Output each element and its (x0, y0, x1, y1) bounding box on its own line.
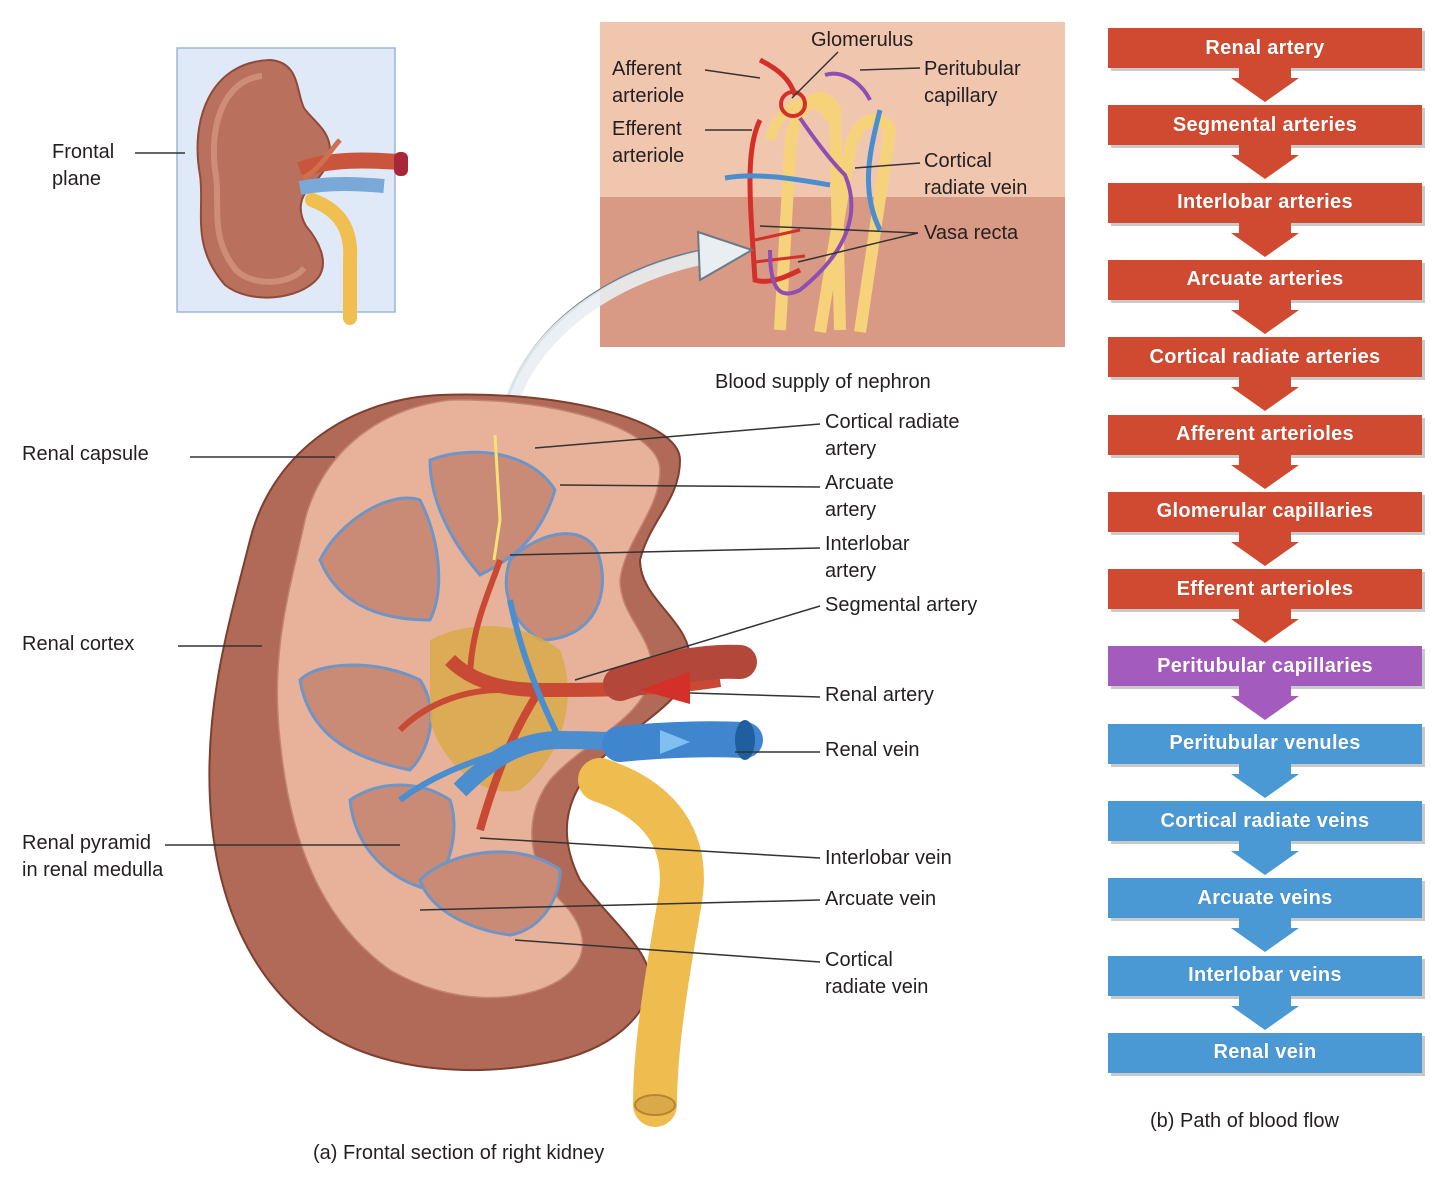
flow-step-segmental-arteries: Segmental arteries (1108, 105, 1422, 146)
nephron-inset (600, 22, 1065, 347)
label-efferent-arteriole: Efferent arteriole (612, 118, 685, 167)
flow-step-cortical-radiate-arteries: Cortical radiate arteries (1108, 337, 1422, 378)
flow-step-arcuate-veins: Arcuate veins (1108, 878, 1422, 919)
label-blood-supply-nephron: Blood supply of nephron (715, 371, 931, 393)
flow-step-interlobar-arteries: Interlobar arteries (1108, 182, 1422, 223)
label-arcuate-vein: Arcuate vein (825, 888, 937, 910)
label-interlobar-vein: Interlobar vein (825, 847, 952, 869)
label-interlobar-artery: Interlobar artery (825, 533, 910, 582)
flow-step-peritubular-venules: Peritubular venules (1108, 723, 1422, 764)
flow-step-glomerular-capillaries: Glomerular capillaries (1108, 491, 1422, 532)
label-glomerulus: Glomerulus (811, 29, 914, 51)
label-renal-vein: Renal vein (825, 739, 920, 761)
label-peritubular-capillary: Peritubular capillary (924, 58, 1021, 107)
kidney-figure (135, 22, 1065, 1127)
label-renal-artery: Renal artery (825, 684, 934, 706)
label-vasa-recta: Vasa recta (924, 222, 1019, 244)
label-segmental-artery: Segmental artery (825, 594, 978, 616)
caption-frontal-section: (a) Frontal section of right kidney (313, 1142, 605, 1164)
label-cortical-radiate-vein: Cortical radiate vein (825, 949, 929, 998)
flow-step-efferent-arterioles: Efferent arterioles (1108, 569, 1422, 610)
label-cortical-radiate-artery: Cortical radiate artery (825, 411, 960, 460)
flow-step-renal-artery: Renal artery (1108, 28, 1422, 68)
flow-step-peritubular-capillaries: Peritubular capillaries (1108, 646, 1422, 687)
frontal-plane-inset (176, 47, 408, 325)
kidney-section (208, 393, 763, 1127)
flow-step-arcuate-arteries: Arcuate arteries (1108, 259, 1422, 300)
flow-step-interlobar-veins: Interlobar veins (1108, 955, 1422, 996)
label-afferent-arteriole: Afferent arteriole (612, 58, 685, 107)
flow-step-renal-vein: Renal vein (1108, 1032, 1422, 1073)
label-renal-pyramid: Renal pyramid in renal medulla (22, 832, 164, 881)
label-frontal-plane: Frontal plane (52, 141, 115, 190)
flow-step-afferent-arterioles: Afferent arterioles (1108, 414, 1422, 455)
label-arcuate-artery: Arcuate artery (825, 472, 894, 521)
label-cortical-radiate-vein-inset: Cortical radiate vein (924, 150, 1028, 199)
flow-step-cortical-radiate-veins: Cortical radiate veins (1108, 801, 1422, 841)
label-renal-capsule: Renal capsule (22, 443, 149, 465)
label-renal-cortex: Renal cortex (22, 633, 135, 655)
caption-path-of-blood-flow: (b) Path of blood flow (1150, 1110, 1339, 1132)
